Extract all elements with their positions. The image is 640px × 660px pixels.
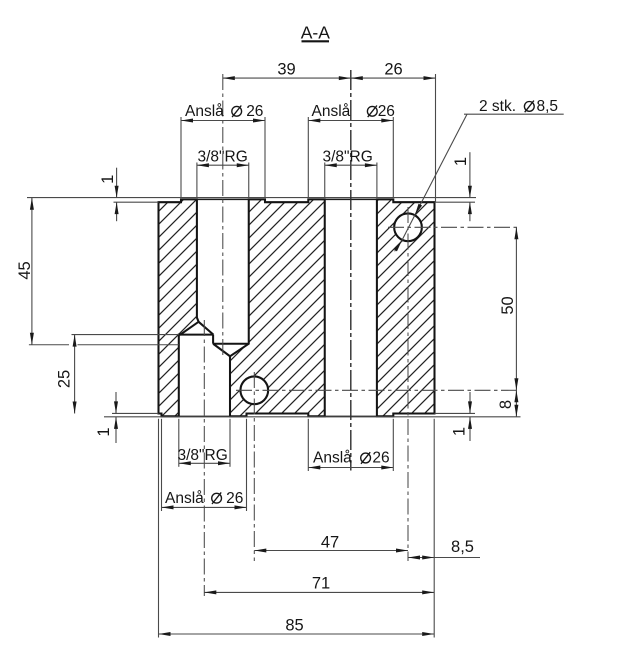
svg-text:26: 26	[246, 103, 263, 120]
svg-text:45: 45	[16, 261, 34, 279]
svg-text:A-A: A-A	[301, 23, 331, 43]
svg-text:2 stk.: 2 stk.	[479, 98, 516, 115]
svg-text:3/8"RG: 3/8"RG	[323, 148, 373, 165]
svg-text:26: 26	[384, 60, 402, 78]
svg-text:26: 26	[378, 103, 395, 120]
svg-text:3/8"RG: 3/8"RG	[178, 447, 228, 464]
svg-text:3/8"RG: 3/8"RG	[198, 148, 248, 165]
svg-text:8: 8	[497, 400, 515, 409]
svg-text:47: 47	[321, 533, 339, 551]
svg-text:Anslå: Anslå	[165, 490, 204, 507]
svg-text:Anslå: Anslå	[313, 450, 352, 467]
svg-text:Anslå: Anslå	[312, 103, 351, 120]
svg-text:1: 1	[451, 427, 469, 436]
svg-text:1: 1	[99, 175, 117, 184]
svg-text:50: 50	[499, 296, 517, 314]
svg-text:8,5: 8,5	[537, 98, 559, 115]
svg-text:26: 26	[226, 490, 243, 507]
svg-text:26: 26	[372, 450, 389, 467]
svg-text:8,5: 8,5	[451, 538, 474, 556]
svg-text:1: 1	[95, 427, 113, 436]
svg-text:85: 85	[285, 616, 303, 634]
svg-text:Anslå: Anslå	[185, 103, 224, 120]
svg-text:25: 25	[56, 370, 74, 388]
svg-text:71: 71	[312, 574, 330, 592]
svg-text:39: 39	[277, 60, 295, 78]
svg-text:1: 1	[452, 157, 470, 166]
